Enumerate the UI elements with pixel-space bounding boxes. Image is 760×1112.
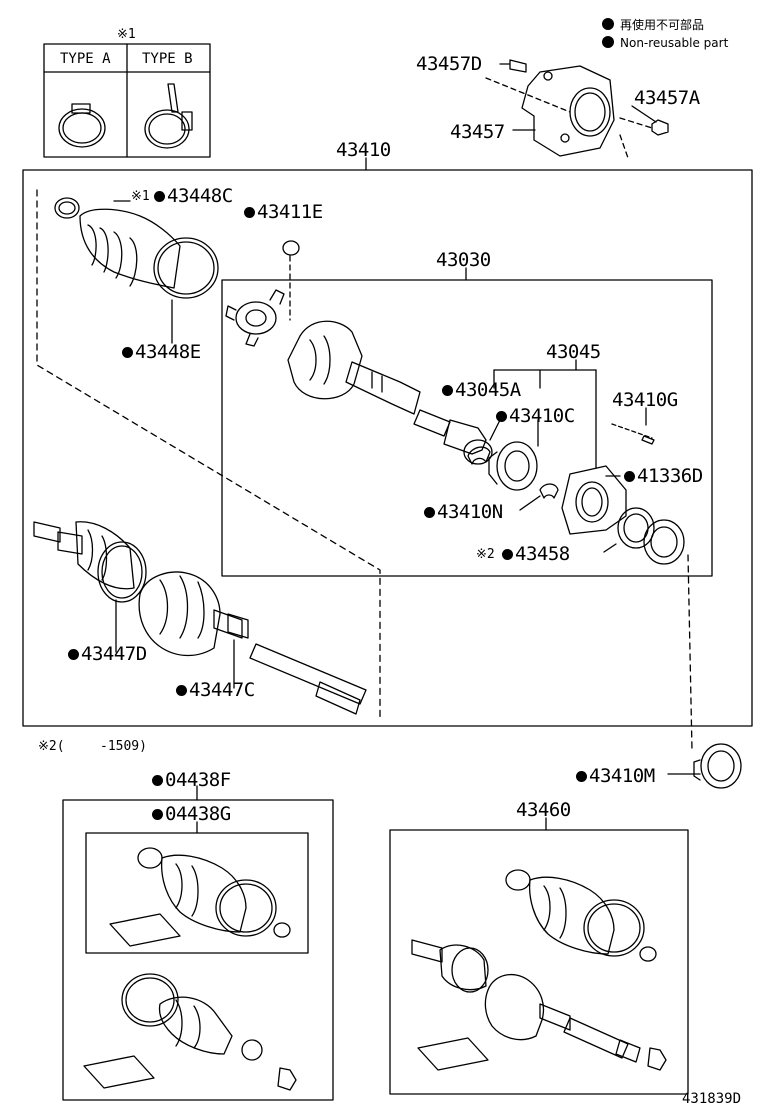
part-43447C[interactable]: 43447C (176, 680, 255, 700)
part-43410[interactable]: 43410 (336, 139, 391, 161)
part-43447D[interactable]: 43447D (68, 644, 147, 664)
part-43458[interactable]: 43458 (502, 544, 570, 564)
legend-non-reusable-en: Non-reusable part (602, 36, 728, 50)
tripod-joint-drawing (225, 289, 285, 347)
inboard-joint-shaft-drawing (287, 320, 493, 465)
part-43448C-mark: ※1 (131, 189, 150, 204)
non-reusable-dot-icon (602, 18, 614, 30)
bearing-bracket-drawing (485, 59, 669, 159)
non-reusable-dot-icon (602, 36, 614, 48)
shaft-kit-drawing (411, 869, 667, 1071)
part-43457D[interactable]: 43457D (416, 53, 482, 75)
type-a-label: TYPE A (60, 51, 111, 67)
part-43457[interactable]: 43457 (450, 121, 505, 143)
seal-43410m-drawing (667, 743, 742, 789)
footnote-range: -1509) (100, 739, 147, 754)
part-43045A[interactable]: 43045A (442, 380, 521, 400)
snap-ring-43410n-drawing (519, 483, 559, 511)
illustration-id: 431839D (682, 1091, 742, 1107)
kit-04438g-frame (85, 832, 309, 954)
part-41336D[interactable]: 41336D (624, 466, 703, 486)
part-43410M[interactable]: 43410M (576, 766, 655, 786)
inboard-boot-drawing (54, 197, 219, 344)
part-43410N[interactable]: 43410N (424, 502, 503, 522)
assembly-43410-frame (22, 169, 753, 727)
part-43030[interactable]: 43030 (436, 249, 491, 271)
bearing-drawing (467, 419, 539, 491)
kit-04438f-frame (62, 799, 334, 1101)
kit-43460-frame (389, 829, 689, 1095)
part-43460[interactable]: 43460 (516, 799, 571, 821)
clamp-type-box (43, 43, 211, 158)
footnote-mark: ※2( (38, 739, 65, 754)
pin-drawing (611, 407, 655, 445)
outboard-joint-drawing (33, 521, 367, 715)
part-43458-mark: ※2 (476, 547, 495, 562)
part-43045[interactable]: 43045 (546, 341, 601, 363)
part-43410C[interactable]: 43410C (496, 406, 575, 426)
part-43448E[interactable]: 43448E (122, 342, 201, 362)
part-43411E[interactable]: 43411E (244, 202, 323, 222)
part-04438G[interactable]: 04438G (152, 804, 231, 824)
type-box-mark: ※1 (117, 27, 136, 42)
boot-kit-drawing (83, 847, 297, 1091)
part-43448C[interactable]: 43448C (154, 186, 233, 206)
part-43410G[interactable]: 43410G (612, 389, 678, 411)
type-b-label: TYPE B (142, 51, 193, 67)
bearing-housing-drawing (561, 465, 693, 751)
snap-ring-drawing (282, 240, 300, 321)
legend-non-reusable-ja: 再使用不可部品 (602, 16, 704, 33)
part-04438F[interactable]: 04438F (152, 770, 231, 790)
assembly-43030-frame (221, 279, 713, 577)
part-43457A[interactable]: 43457A (634, 87, 700, 109)
